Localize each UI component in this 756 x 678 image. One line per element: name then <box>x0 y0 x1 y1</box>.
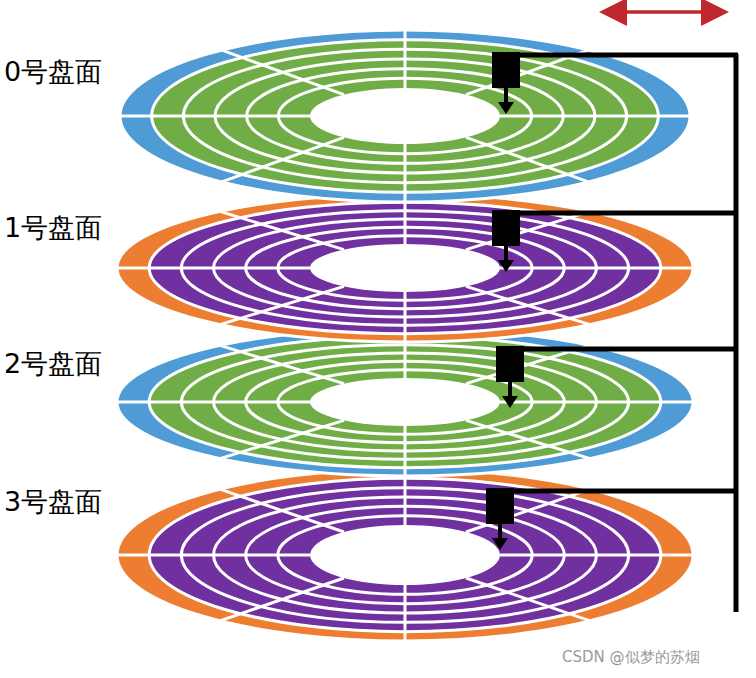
spindle-hole <box>310 244 500 292</box>
platter-label: 3号盘面 <box>4 488 102 515</box>
sector-line <box>220 211 344 249</box>
sector-line <box>220 345 344 383</box>
read-write-head <box>496 346 524 382</box>
sector-line <box>222 137 344 181</box>
platter <box>117 328 738 476</box>
read-write-head <box>492 210 520 246</box>
head-tip <box>498 260 514 272</box>
head-stem <box>504 88 508 104</box>
sector-line <box>500 267 693 270</box>
head-arm <box>500 489 738 494</box>
sector-line <box>466 286 590 324</box>
sector-line <box>222 50 344 94</box>
sector-line <box>404 585 407 641</box>
sector-line <box>404 292 407 342</box>
track <box>278 516 532 595</box>
sector-line <box>500 115 690 118</box>
head-tip <box>502 396 518 408</box>
platter-label: 0号盘面 <box>4 58 102 85</box>
sector-line <box>220 286 344 324</box>
head-arm <box>506 211 738 216</box>
head-arm <box>510 347 738 352</box>
spindle-hole <box>310 378 500 426</box>
sector-line <box>466 420 590 458</box>
arm-motion-arrow <box>606 10 722 14</box>
head-stem <box>508 382 512 398</box>
watermark: CSDN @似梦的苏烟 <box>562 648 700 667</box>
read-write-head <box>486 488 514 524</box>
head-stem <box>504 246 508 262</box>
track <box>117 194 693 342</box>
sector-line <box>404 426 407 476</box>
platter-label: 2号盘面 <box>4 350 102 377</box>
sector-line <box>120 115 310 118</box>
track <box>278 78 531 153</box>
platter <box>117 469 738 641</box>
spindle-hole <box>310 88 500 144</box>
sector-line <box>466 211 590 249</box>
sector-line <box>466 578 590 621</box>
sector-line <box>220 420 344 458</box>
sector-line <box>466 137 588 181</box>
actuator-shaft <box>734 54 739 612</box>
track <box>278 370 532 435</box>
platter <box>117 194 738 342</box>
sector-line <box>404 30 407 88</box>
sector-line <box>117 554 310 557</box>
head-arm <box>506 53 738 58</box>
sector-line <box>117 401 310 404</box>
sector-line <box>220 489 344 532</box>
sector-line <box>500 554 693 557</box>
read-write-head <box>492 52 520 88</box>
head-tip <box>498 102 514 114</box>
head-stem <box>498 524 502 540</box>
sector-line <box>404 144 407 202</box>
sector-line <box>466 489 590 532</box>
sector-line <box>500 401 693 404</box>
spindle-hole <box>310 525 500 585</box>
sector-line <box>117 267 310 270</box>
platter-label: 1号盘面 <box>4 214 102 241</box>
track <box>117 469 693 641</box>
platter <box>120 30 738 202</box>
head-tip <box>492 538 508 550</box>
sector-line <box>220 578 344 621</box>
